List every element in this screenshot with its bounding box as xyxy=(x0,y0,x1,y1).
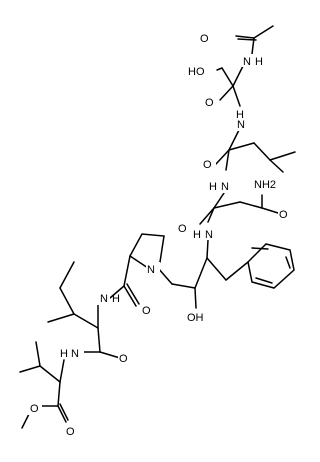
bond xyxy=(253,142,271,161)
atom-label: H xyxy=(60,348,68,360)
atom-label: H xyxy=(193,229,201,241)
bond-lines xyxy=(19,25,296,429)
atom-label: O xyxy=(279,209,288,221)
bond xyxy=(225,149,230,171)
bond xyxy=(39,365,61,383)
bond xyxy=(59,287,75,315)
bond xyxy=(57,405,67,423)
bond xyxy=(73,313,99,329)
atom-label: HO xyxy=(188,66,205,78)
bond xyxy=(232,85,241,107)
bond xyxy=(251,37,255,55)
atom-label: O xyxy=(178,223,187,235)
bond xyxy=(237,38,257,41)
atom-label: N xyxy=(100,293,108,305)
atom-label: N xyxy=(71,348,79,360)
bond xyxy=(59,403,69,421)
atom-label: H xyxy=(255,56,263,68)
bond xyxy=(261,207,279,214)
bond xyxy=(206,257,227,281)
bond xyxy=(194,257,208,289)
atom-label: NH2 xyxy=(254,179,276,191)
bond xyxy=(57,381,61,407)
atom-label: OH xyxy=(187,312,204,324)
atom-label: N xyxy=(205,229,213,241)
atom-label: H xyxy=(209,181,217,193)
bond xyxy=(215,149,230,165)
bond xyxy=(255,277,273,284)
bond xyxy=(239,201,263,209)
atom-label: O xyxy=(200,33,209,45)
atom-label: N xyxy=(147,264,155,276)
bond xyxy=(235,35,255,39)
atom-label: O xyxy=(119,353,128,365)
bond xyxy=(225,261,249,281)
atom-label: O xyxy=(66,426,75,438)
bond xyxy=(219,85,234,101)
atom-label: N xyxy=(237,119,245,131)
bond xyxy=(228,127,241,151)
bond xyxy=(199,207,215,225)
bond xyxy=(171,283,196,289)
bond xyxy=(194,287,197,309)
bond xyxy=(157,267,173,285)
atom-label: O xyxy=(205,97,214,109)
atom-label: N xyxy=(221,181,229,193)
bond xyxy=(47,313,75,323)
bond xyxy=(207,207,215,223)
bond xyxy=(228,142,255,151)
atom-label: N xyxy=(243,56,251,68)
bond xyxy=(123,255,131,287)
atom-label: O xyxy=(142,305,151,317)
bond xyxy=(221,67,234,87)
bond xyxy=(269,159,284,173)
bond xyxy=(285,256,291,269)
bond xyxy=(206,239,209,259)
bond xyxy=(123,285,137,307)
bond xyxy=(126,283,140,305)
bond xyxy=(216,67,223,71)
atom-label: O xyxy=(203,159,212,171)
bond xyxy=(251,247,269,250)
atom-label: H xyxy=(112,293,120,305)
atom-label: O xyxy=(30,403,39,415)
bond xyxy=(19,365,41,373)
bond xyxy=(269,151,296,161)
atom-labels: O N H HO O N H O N H NH2 O O N H N OH N … xyxy=(28,31,292,438)
phenyl-ring xyxy=(247,243,295,289)
atom-label: H xyxy=(236,109,244,121)
bond xyxy=(232,63,245,87)
bond xyxy=(35,341,41,367)
bond xyxy=(59,359,65,383)
bond xyxy=(99,351,121,359)
bond xyxy=(59,261,75,289)
bond xyxy=(97,327,101,353)
bond xyxy=(253,25,274,39)
bond xyxy=(213,201,241,209)
bond xyxy=(109,285,125,299)
